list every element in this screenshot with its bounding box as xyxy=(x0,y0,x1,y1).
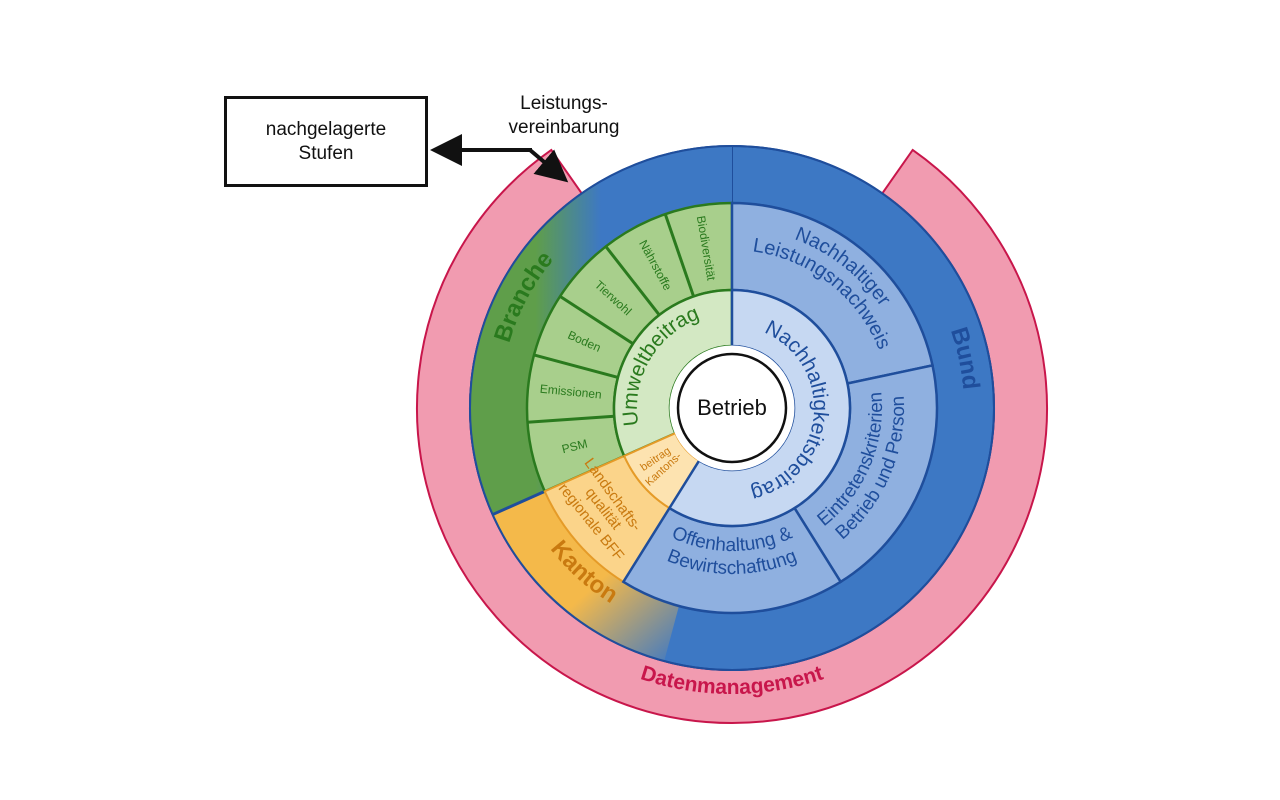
arrow-label-line-2: vereinbarung xyxy=(508,117,620,138)
downstream-stages-box: nachgelagerte Stufen xyxy=(224,96,428,187)
green-segment-divider xyxy=(533,353,619,379)
box-line-1: nachgelagerte xyxy=(265,118,387,140)
agreement-arrow xyxy=(430,134,569,183)
arrow-down-icon xyxy=(528,148,569,183)
green-segment-divider xyxy=(559,295,634,345)
center-circle xyxy=(676,352,788,464)
branche-kanton-divider xyxy=(492,490,546,516)
outer-ring-kanton xyxy=(492,491,679,662)
green-segment-label: PSM xyxy=(560,436,589,456)
green-segment-divider xyxy=(527,414,615,424)
green-segment-label: Emissionen xyxy=(539,382,602,402)
center-label: Betrieb xyxy=(697,395,767,420)
outer-ring-border xyxy=(469,145,995,671)
green-segment-divider xyxy=(663,213,696,297)
outer-ring-branche xyxy=(470,146,732,515)
green-segment-divider xyxy=(604,245,661,316)
box-line-2: Stufen xyxy=(298,142,354,164)
arrow-label-line-1: Leistungs- xyxy=(520,93,608,114)
arrow-label: Leistungs- vereinbarung xyxy=(474,92,654,140)
rings-group xyxy=(416,144,1048,724)
